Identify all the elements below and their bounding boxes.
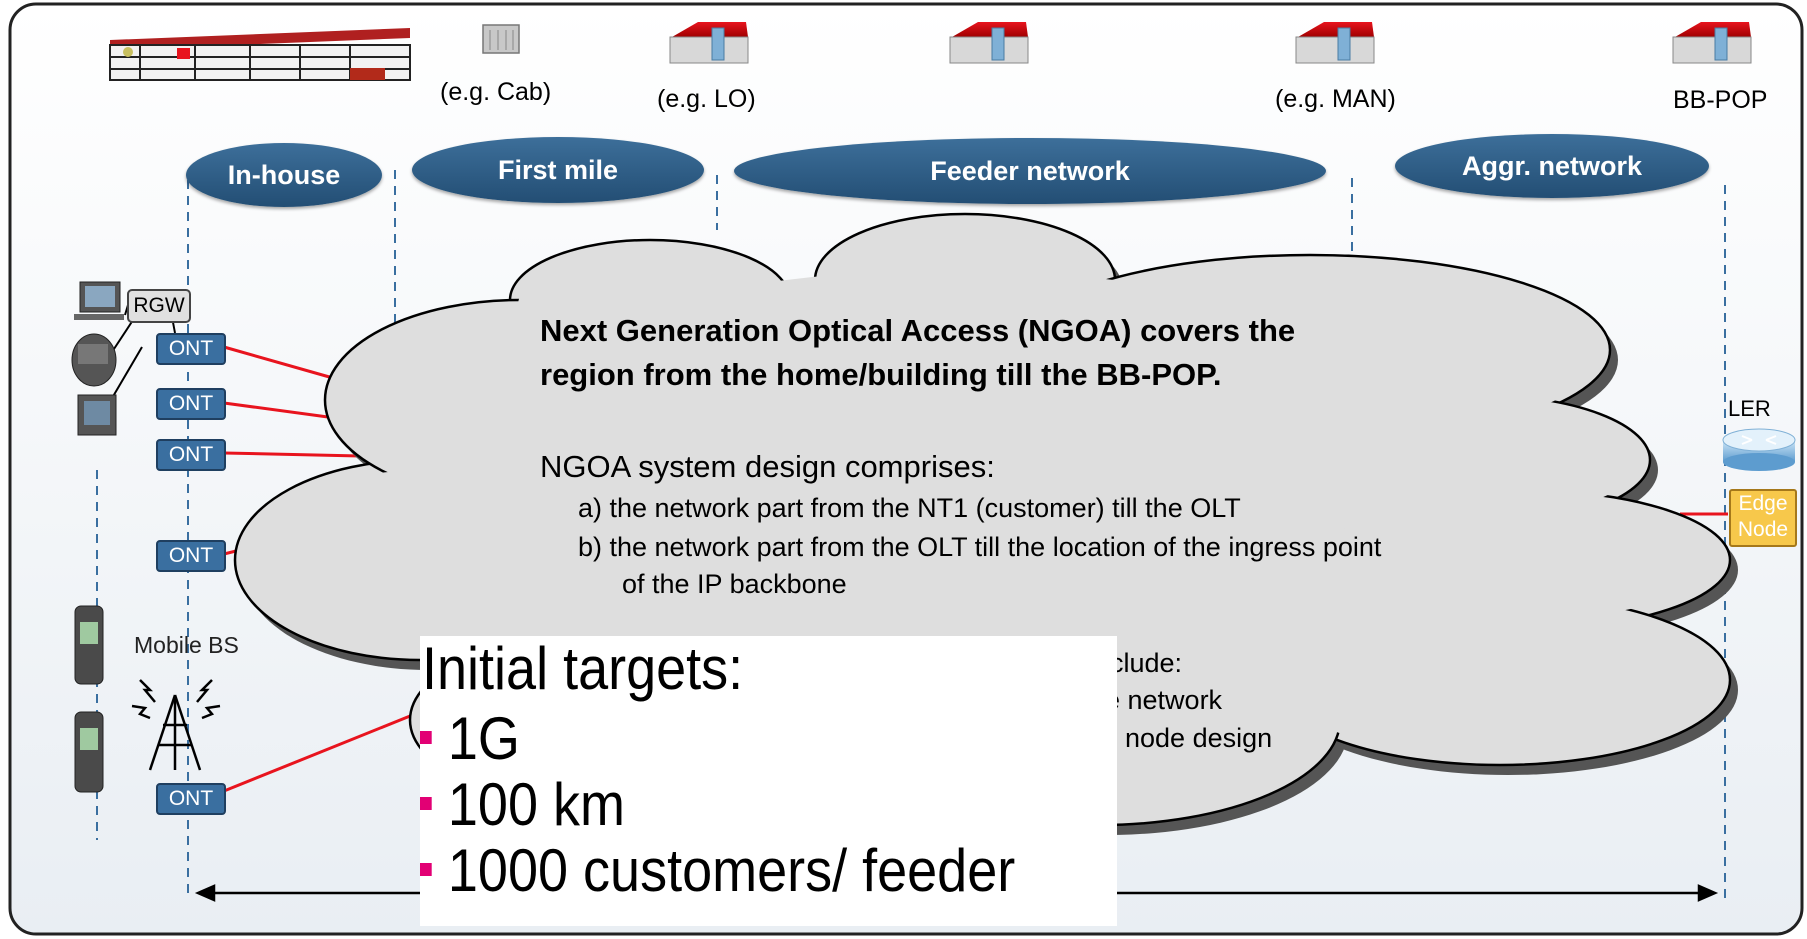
- ont-box: ONT: [156, 333, 226, 365]
- edge-node-box: Edge Node: [1729, 489, 1797, 547]
- location-label-lo: (e.g. LO): [657, 85, 756, 113]
- ngoa-design-intro: NGOA system design comprises:: [540, 449, 995, 484]
- segment-inhouse: In-house: [186, 143, 382, 207]
- ngoa-design-item-a: a) the network part from the NT1 (custom…: [578, 493, 1241, 523]
- bullet-icon: [420, 862, 432, 876]
- house-icon-man: [1295, 22, 1375, 64]
- ngoa-partial-text-1: clude:: [1110, 648, 1183, 678]
- mobile-phone-icon: [74, 605, 104, 685]
- ngoa-partial-text-2: e network: [1105, 685, 1223, 715]
- target-item: 100 km: [420, 772, 1047, 838]
- fiber-link: [223, 710, 421, 793]
- house-icon-feeder: [949, 22, 1029, 64]
- target-item: 1000 customers/ feeder: [420, 838, 1047, 904]
- target-item-text: 1000 customers/ feeder: [447, 837, 1016, 904]
- ont-box: ONT: [156, 439, 226, 471]
- rgw-box: RGW: [127, 289, 191, 323]
- ont-box: ONT: [156, 540, 226, 572]
- target-item: 1G: [420, 706, 1047, 772]
- fiber-link: [223, 451, 361, 458]
- cabinet-icon: [482, 24, 520, 54]
- edge-node-label-line1: Edge: [1738, 492, 1788, 515]
- location-label-man: (e.g. MAN): [1275, 85, 1396, 113]
- initial-targets-panel: Initial targets: 1G 100 km 1000 customer…: [420, 636, 1117, 926]
- router-icon: [1722, 428, 1796, 471]
- segment-firstmile: First mile: [412, 137, 704, 203]
- phone-icon: [71, 333, 117, 387]
- tv-icon: [77, 394, 117, 436]
- house-icon-lo: [669, 22, 749, 64]
- ler-label: LER: [1728, 396, 1771, 421]
- location-label-cab: (e.g. Cab): [440, 78, 552, 106]
- antenna-tower-icon: [131, 679, 221, 771]
- edge-node-label-line2: Node: [1737, 518, 1789, 541]
- target-item-text: 100 km: [447, 771, 625, 838]
- ngoa-partial-text-3: node design: [1125, 723, 1273, 753]
- ngoa-design-item-b: b) the network part from the OLT till th…: [578, 532, 1382, 562]
- ont-box: ONT: [156, 388, 226, 420]
- computer-icon: [74, 281, 124, 320]
- mobile-bs-label: Mobile BS: [134, 632, 239, 658]
- segment-feeder: Feeder network: [734, 138, 1326, 204]
- building-icon: [109, 28, 411, 81]
- initial-targets-heading: Initial targets:: [422, 635, 744, 702]
- house-icon-bbpop: [1672, 22, 1752, 64]
- target-item-text: 1G: [447, 705, 520, 772]
- mobile-phone-icon: [74, 711, 104, 793]
- fiber-link: [223, 345, 341, 382]
- ngoa-title: Next Generation Optical Access (NGOA) co…: [540, 309, 1295, 397]
- ngoa-design-item-b-cont: of the IP backbone: [622, 569, 847, 599]
- bullet-icon: [420, 796, 432, 810]
- bullet-icon: [420, 730, 432, 744]
- ont-box: ONT: [156, 783, 226, 815]
- location-label-bbpop: BB-POP: [1673, 86, 1768, 114]
- ngoa-title-line2: region from the home/building till the B…: [540, 357, 1222, 392]
- segment-aggr: Aggr. network: [1395, 134, 1709, 198]
- ngoa-title-line1: Next Generation Optical Access (NGOA) co…: [540, 313, 1296, 348]
